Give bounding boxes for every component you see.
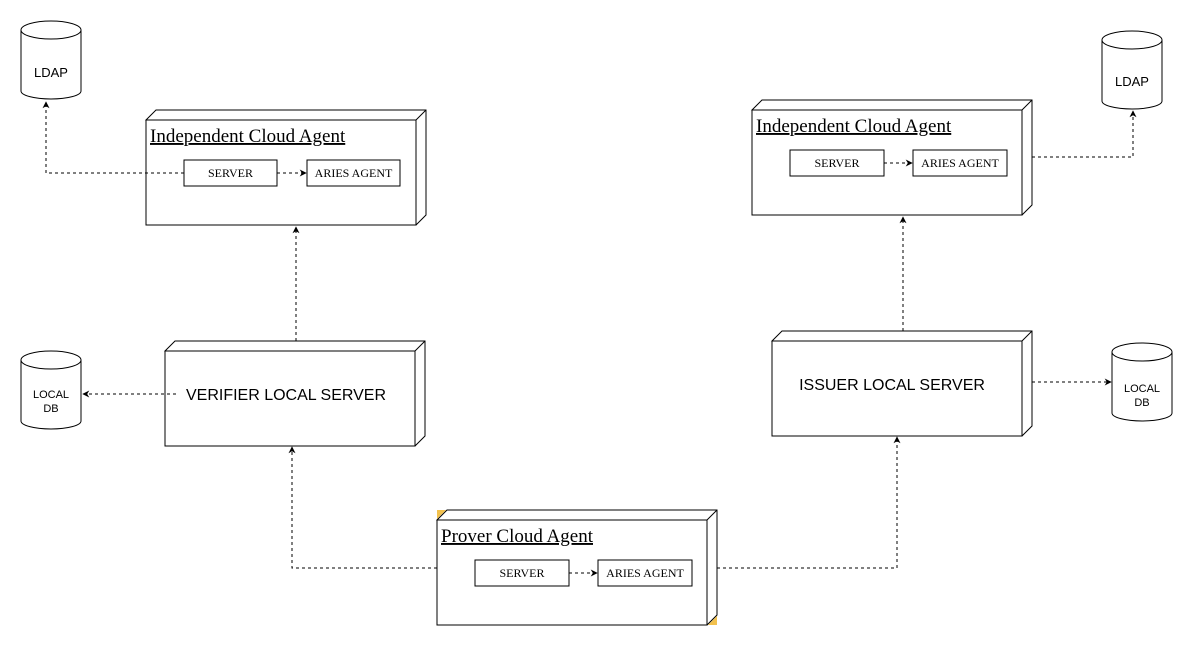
local-db-left-line1: LOCAL (33, 389, 69, 401)
verifier-local-server-node[interactable]: VERIFIER LOCAL SERVER (164, 340, 426, 447)
verifier-local-server-label: VERIFIER LOCAL SERVER (186, 387, 386, 404)
issuer-server-box[interactable]: SERVER (789, 149, 885, 177)
issuer-server-label: SERVER (814, 156, 859, 170)
prover-server-box[interactable]: SERVER (474, 559, 570, 587)
verifier-cloud-agent-title: Independent Cloud Agent (150, 126, 346, 147)
connector-prover-to-verifier-local (288, 446, 437, 569)
local-db-right-line1: LOCAL (1124, 383, 1160, 395)
issuer-aries-agent-box[interactable]: ARIES AGENT (912, 149, 1008, 177)
verifier-server-box[interactable]: SERVER (183, 159, 278, 187)
prover-server-label: SERVER (499, 566, 544, 580)
local-db-left-line2: DB (43, 403, 58, 415)
issuer-aries-agent-label: ARIES AGENT (921, 156, 999, 170)
ldap-right-label: LDAP (1115, 74, 1149, 89)
prover-aries-agent-label: ARIES AGENT (606, 566, 684, 580)
ldap-right-database[interactable]: LDAP (1101, 30, 1163, 110)
issuer-local-server-label: ISSUER LOCAL SERVER (799, 377, 985, 394)
prover-cloud-agent-title: Prover Cloud Agent (441, 526, 594, 547)
connector-verifier-server-to-ldap (42, 101, 184, 174)
local-db-right-database[interactable]: LOCAL DB (1111, 342, 1173, 422)
ldap-left-label: LDAP (34, 65, 68, 80)
connector-issuer-cloud-agent-to-ldap (1032, 110, 1137, 158)
verifier-aries-agent-box[interactable]: ARIES AGENT (306, 159, 401, 187)
selection-handle-icon (708, 616, 717, 625)
local-db-right-line2: DB (1134, 397, 1149, 409)
ldap-left-database[interactable]: LDAP (20, 20, 82, 100)
prover-aries-agent-box[interactable]: ARIES AGENT (597, 559, 693, 587)
verifier-cloud-agent-node[interactable]: Independent Cloud Agent SERVER ARIES AGE… (145, 109, 427, 226)
issuer-local-server-node[interactable]: ISSUER LOCAL SERVER (771, 330, 1033, 437)
prover-cloud-agent-node[interactable]: Prover Cloud Agent SERVER ARIES AGENT (436, 509, 718, 626)
issuer-cloud-agent-title: Independent Cloud Agent (756, 116, 952, 137)
connector-prover-to-issuer-local (717, 436, 901, 569)
local-db-left-database[interactable]: LOCAL DB (20, 350, 82, 430)
verifier-aries-agent-label: ARIES AGENT (315, 166, 393, 180)
verifier-server-label: SERVER (208, 166, 253, 180)
selection-handle-icon (437, 510, 446, 519)
issuer-cloud-agent-node[interactable]: Independent Cloud Agent SERVER ARIES AGE… (751, 99, 1033, 216)
